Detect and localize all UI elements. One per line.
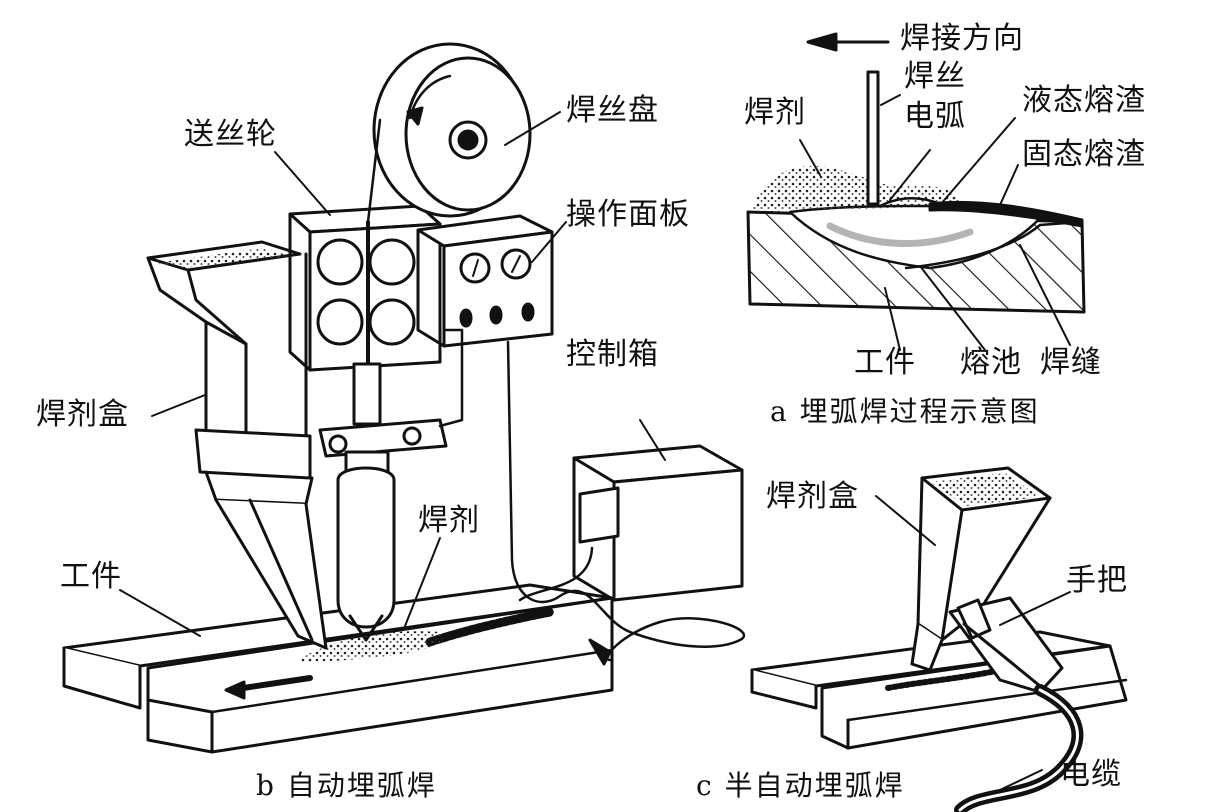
label-wire: 焊丝 (904, 59, 966, 94)
label-cable: 电缆 (1060, 757, 1122, 792)
liquid-slag-outline (878, 197, 942, 208)
wire-feed-box (288, 204, 442, 372)
label-wire-feed-wheel: 送丝轮 (184, 117, 277, 152)
control-panel (416, 214, 554, 348)
label-arc: 电弧 (904, 99, 966, 134)
label-flux-b: 焊剂 (418, 503, 480, 538)
cable-to-control-box (506, 340, 746, 662)
label-molten-pool: 熔池 (960, 345, 1022, 380)
welding-direction-arrow (806, 32, 890, 52)
caption-c: c 半自动埋弧焊 (696, 769, 905, 802)
solid-slag-band (928, 200, 1084, 228)
control-box (518, 444, 744, 602)
wire-electrode (866, 70, 880, 206)
label-workpiece-a: 工件 (854, 345, 916, 380)
label-liquid-slag: 液态熔渣 (1022, 83, 1146, 118)
workpiece-plates-b (62, 583, 614, 754)
label-welding-direction: 焊接方向 (900, 21, 1024, 56)
label-weld-seam: 焊缝 (1040, 345, 1102, 380)
flux-hopper (146, 240, 328, 650)
diagram-c-semiauto (750, 466, 1128, 812)
welding-torch (318, 362, 448, 642)
label-workpiece-b: 工件 (60, 559, 122, 594)
flux-pile (752, 165, 960, 212)
diagram-a-process (746, 32, 1086, 351)
label-flux-box-c: 焊剂盒 (766, 479, 859, 514)
caption-b: b 自动埋弧焊 (256, 769, 437, 802)
label-control-panel: 操作面板 (566, 197, 690, 232)
flux-pile-b (298, 631, 444, 662)
handle-c (948, 596, 1064, 694)
wire-reel (366, 42, 532, 224)
label-handle: 手把 (1066, 563, 1128, 598)
label-control-box: 控制箱 (566, 337, 659, 372)
weld-seam-surface (904, 220, 1082, 270)
caption-a: a 埋弧焊过程示意图 (770, 395, 1040, 428)
label-flux-a: 焊剂 (744, 95, 806, 130)
diagram-b-machine (62, 42, 746, 754)
label-solid-slag: 固态熔渣 (1022, 137, 1146, 172)
label-wire-reel: 焊丝盘 (566, 93, 659, 128)
label-flux-box-b: 焊剂盒 (36, 397, 129, 432)
